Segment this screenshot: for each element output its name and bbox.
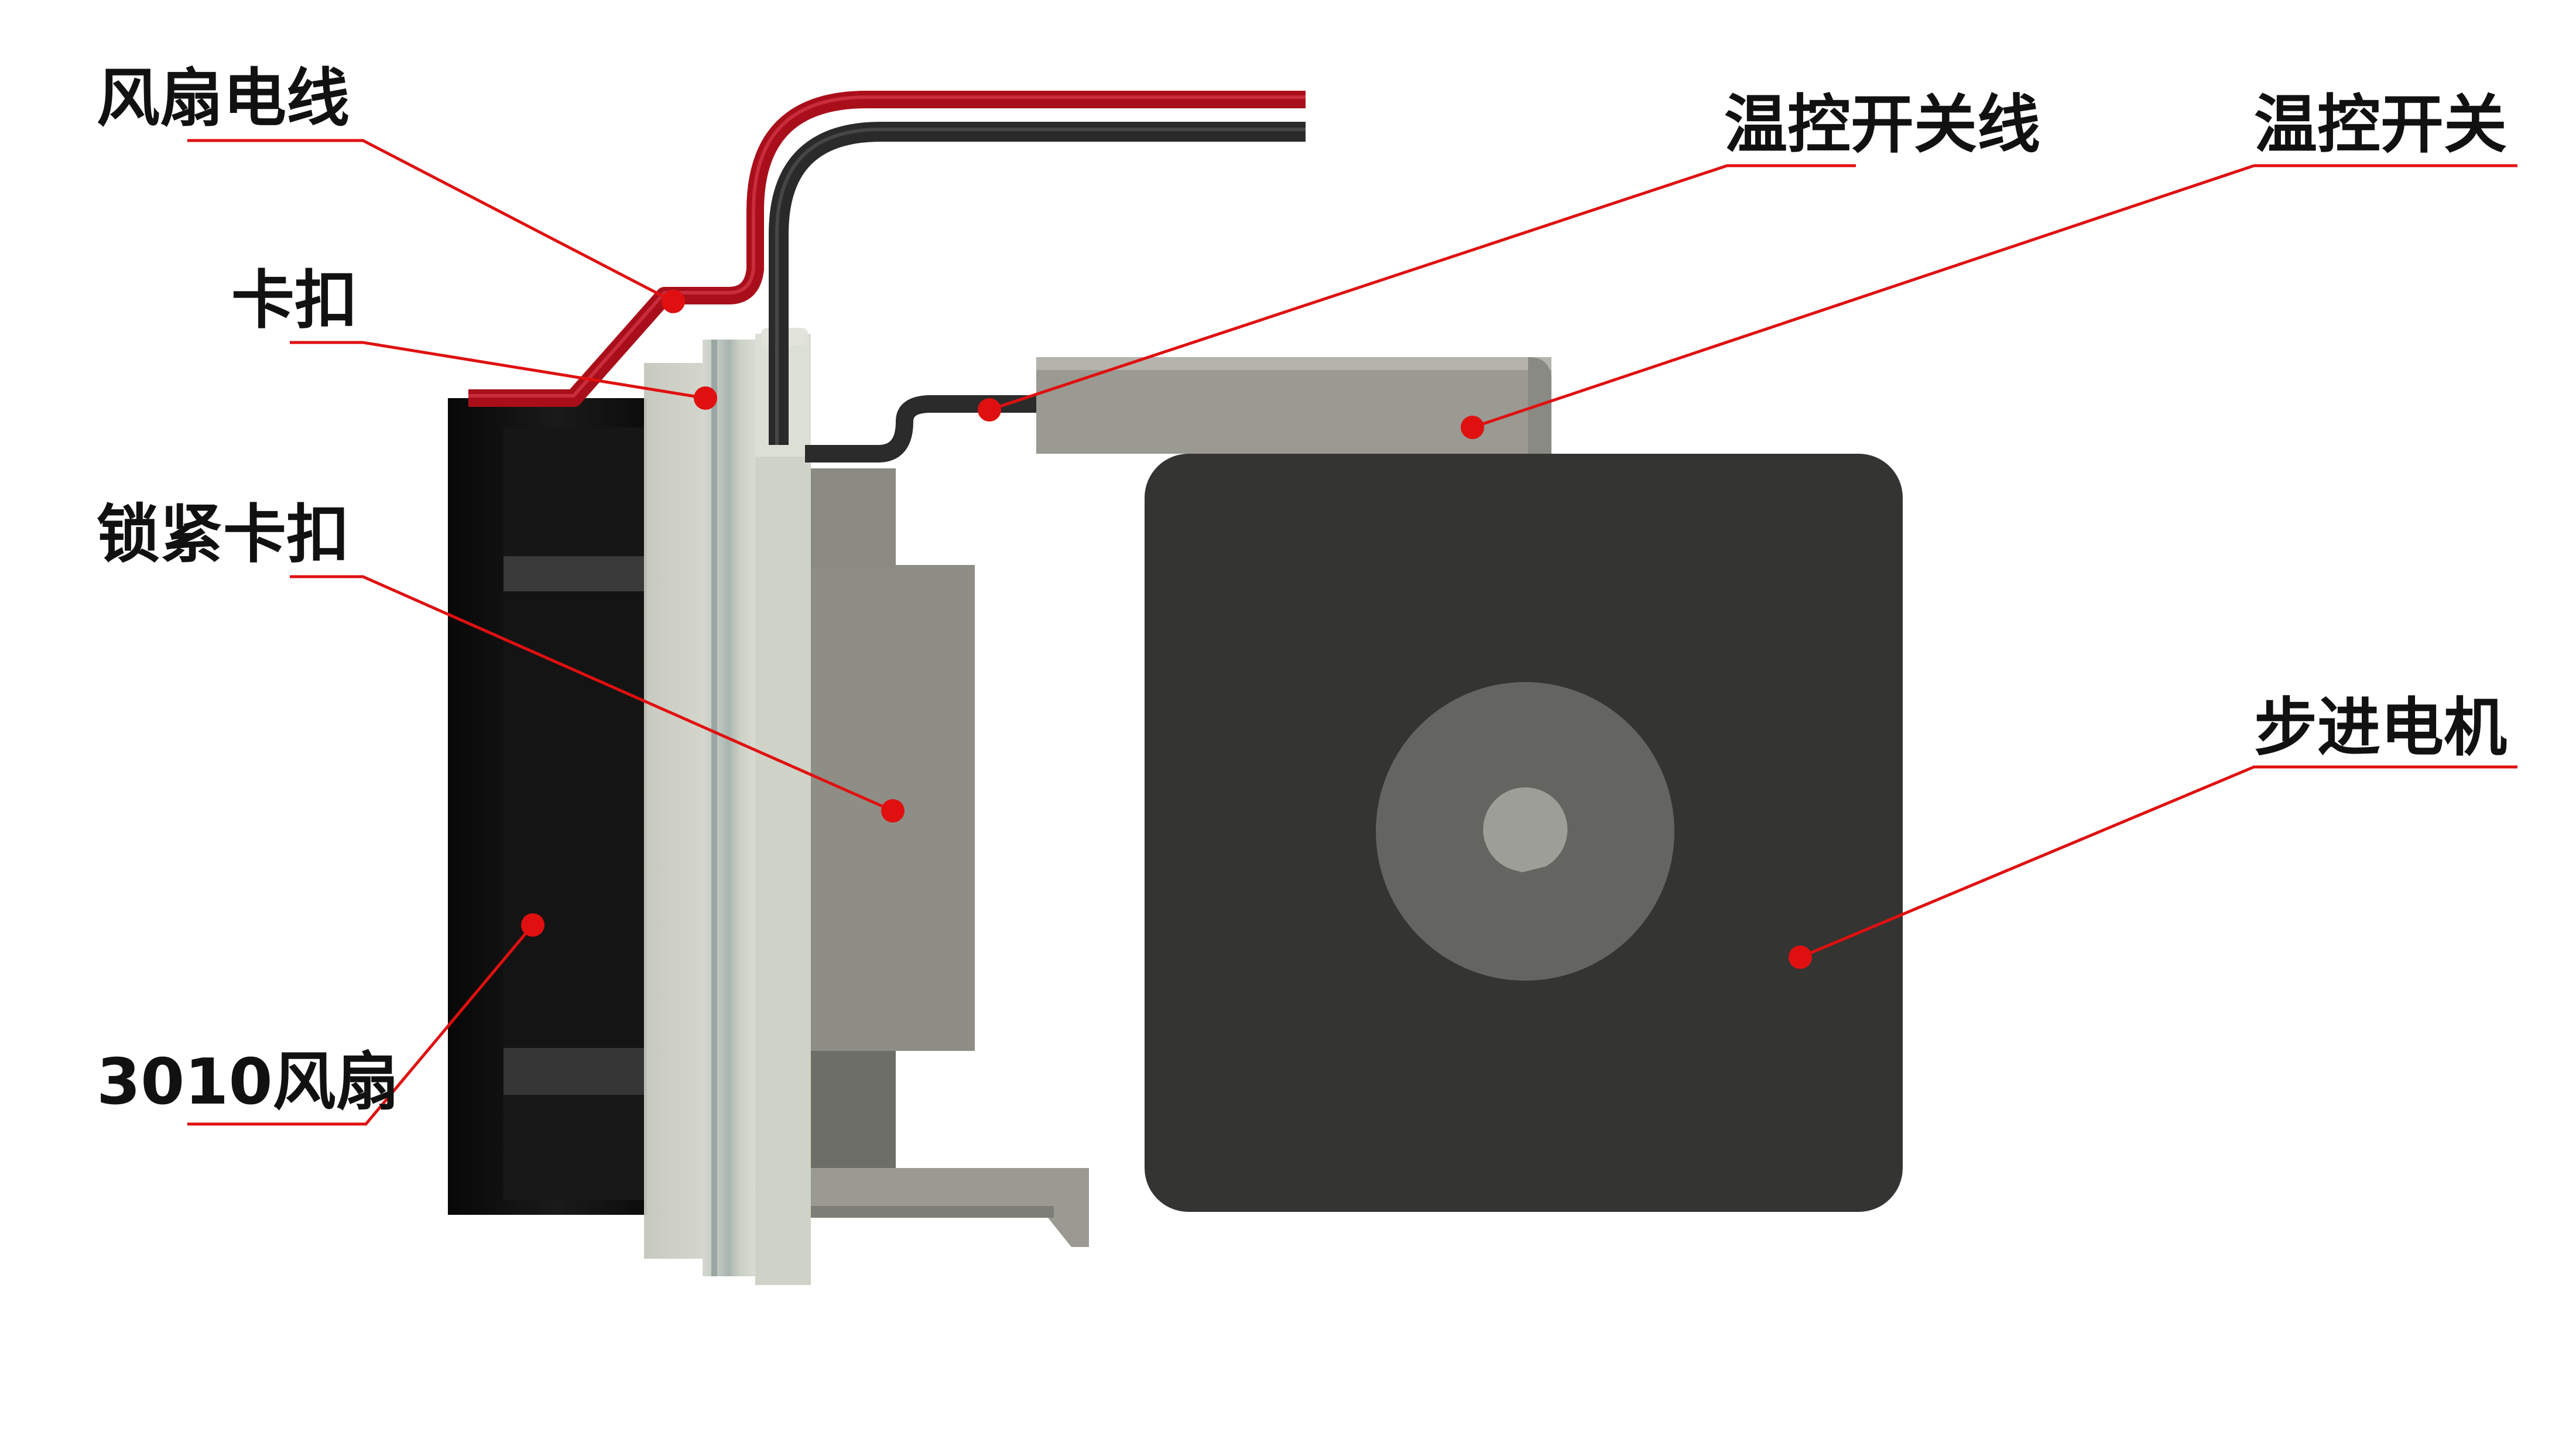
dot-fan-wire [662, 290, 685, 313]
label-clip: 卡扣 [231, 264, 358, 337]
label-motor: 步进电机 [2254, 691, 2508, 765]
label-switch: 温控开关 [2254, 88, 2508, 162]
leader-switch-wire [989, 164, 1856, 412]
fan-3010 [448, 398, 647, 1215]
leader-motor [1800, 765, 2517, 959]
leader-fan [187, 924, 534, 1126]
thermal-switch [1036, 357, 1551, 454]
dot-fan [521, 913, 544, 937]
fan-wire-red-highlight [468, 95, 1306, 398]
fan-band-mid [503, 591, 644, 1048]
label-fan-wire: 风扇电线 [97, 62, 350, 135]
dot-lock-clip [881, 799, 905, 823]
fan-band-top-light [503, 556, 644, 591]
clip-plate-edge [703, 340, 755, 1276]
fan-wire-red [468, 91, 1306, 407]
bracket-upper [808, 468, 896, 568]
clip-hook [755, 334, 811, 1285]
fan-wire-black [769, 122, 1306, 445]
label-switch-wire: 温控开关线 [1724, 88, 2041, 162]
switch-top-face [1036, 357, 1551, 370]
dot-clip [694, 386, 717, 410]
lock-clip-bracket [808, 468, 1089, 1247]
leader-lock-clip [290, 575, 894, 813]
fan-wires [468, 91, 1306, 445]
fan-wire-black-highlight [775, 128, 1306, 445]
fan-band-bottom [503, 1095, 644, 1200]
translucent-clip [644, 328, 811, 1285]
fan-band-low-light [503, 1048, 644, 1095]
leader-switch [1472, 164, 2517, 429]
leader-lines [187, 139, 2517, 1126]
leader-clip [290, 341, 706, 400]
bracket-foot-shadow [808, 1206, 1054, 1218]
dot-switch [1461, 416, 1484, 439]
label-lock-clip: 锁紧卡扣 [97, 498, 350, 571]
leader-dots [521, 290, 1812, 969]
stepper-motor [1145, 454, 1903, 1212]
switch-body [1036, 357, 1551, 454]
switch-wire [805, 395, 1042, 463]
label-fan: 3010风扇 [97, 1046, 399, 1119]
fan-band-top [503, 427, 644, 556]
dot-switch-wire [978, 398, 1001, 422]
dot-motor [1789, 946, 1812, 969]
motor-shaft [1483, 787, 1568, 872]
leader-fan-wire [187, 139, 674, 303]
clip-bevel [711, 340, 717, 1276]
